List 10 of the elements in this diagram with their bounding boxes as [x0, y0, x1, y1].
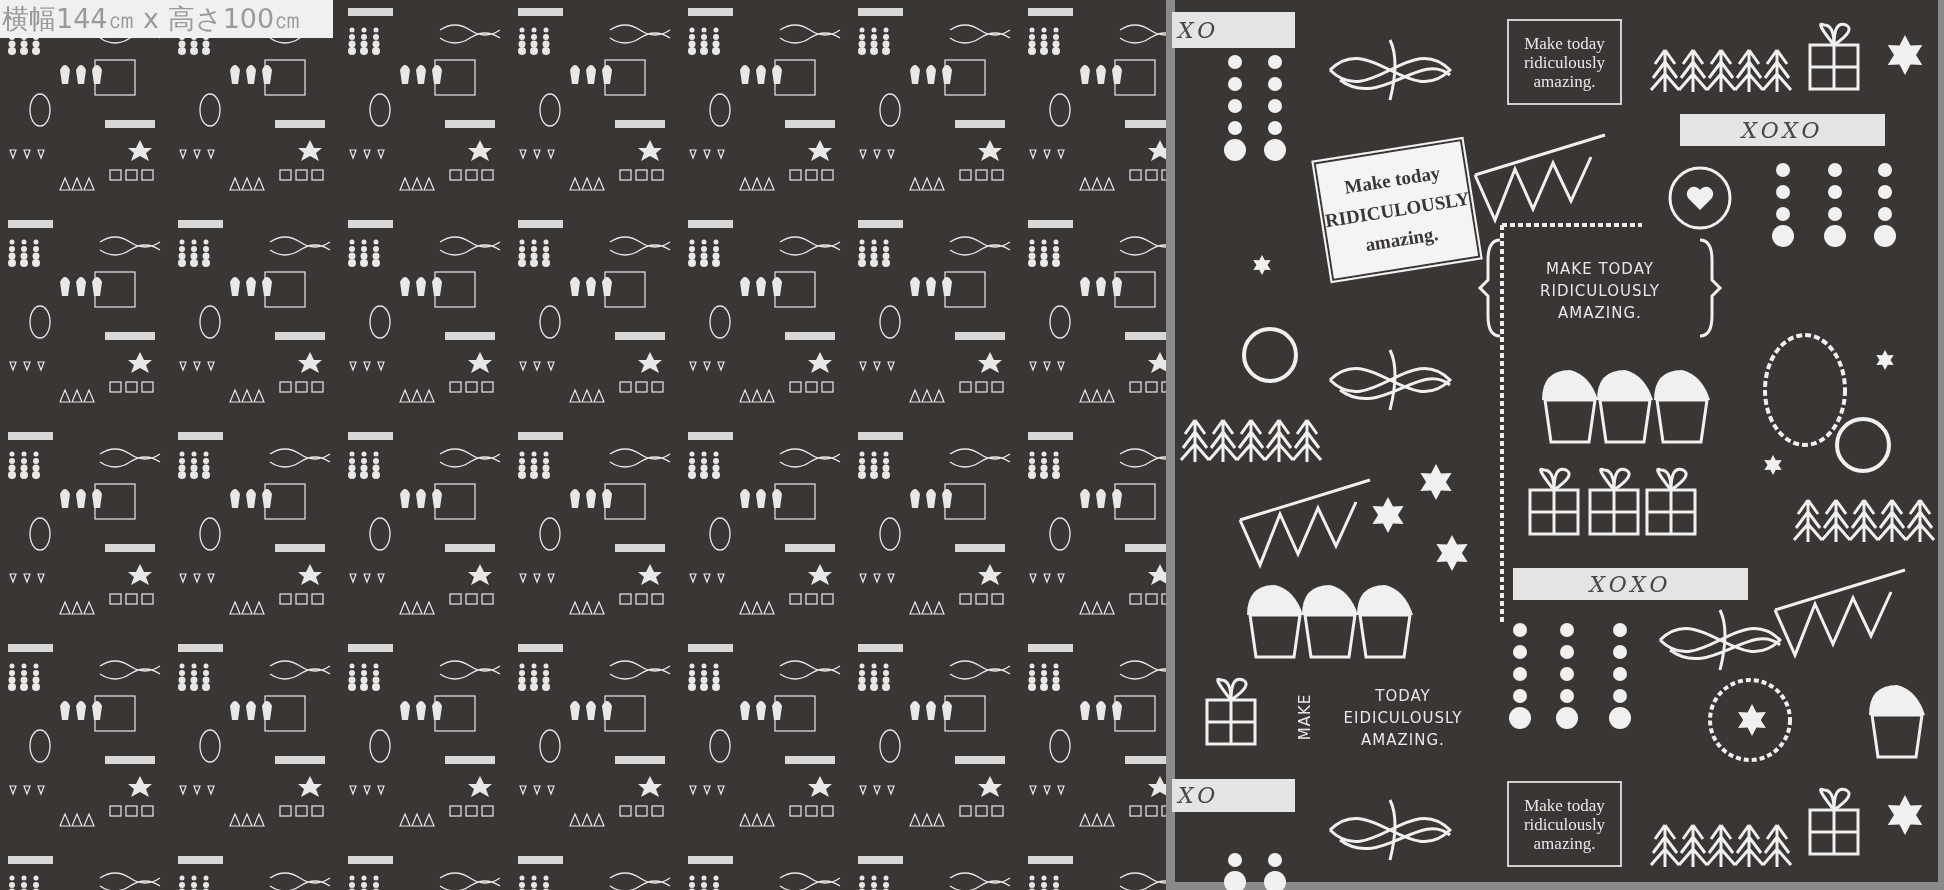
ribbon-banner: XOXO	[1513, 568, 1748, 600]
slogan-text: MAKE	[1295, 692, 1315, 743]
quote-text: Make today ridiculously amazing.	[1507, 781, 1622, 867]
ribbon-banner: XOXO	[1680, 114, 1885, 146]
quote-text: Make today ridiculously amazing.	[1507, 19, 1622, 105]
ribbon-banner: XO	[1172, 779, 1295, 812]
size-label: 横幅144㎝ x 高さ100㎝	[0, 0, 333, 38]
slogan-text: TODAY EIDICULOUSLY AMAZING.	[1342, 686, 1464, 751]
slogan-text: MAKE TODAY RIDICULOUSLY AMAZING.	[1539, 259, 1661, 324]
ribbon-banner: XO	[1172, 12, 1295, 48]
